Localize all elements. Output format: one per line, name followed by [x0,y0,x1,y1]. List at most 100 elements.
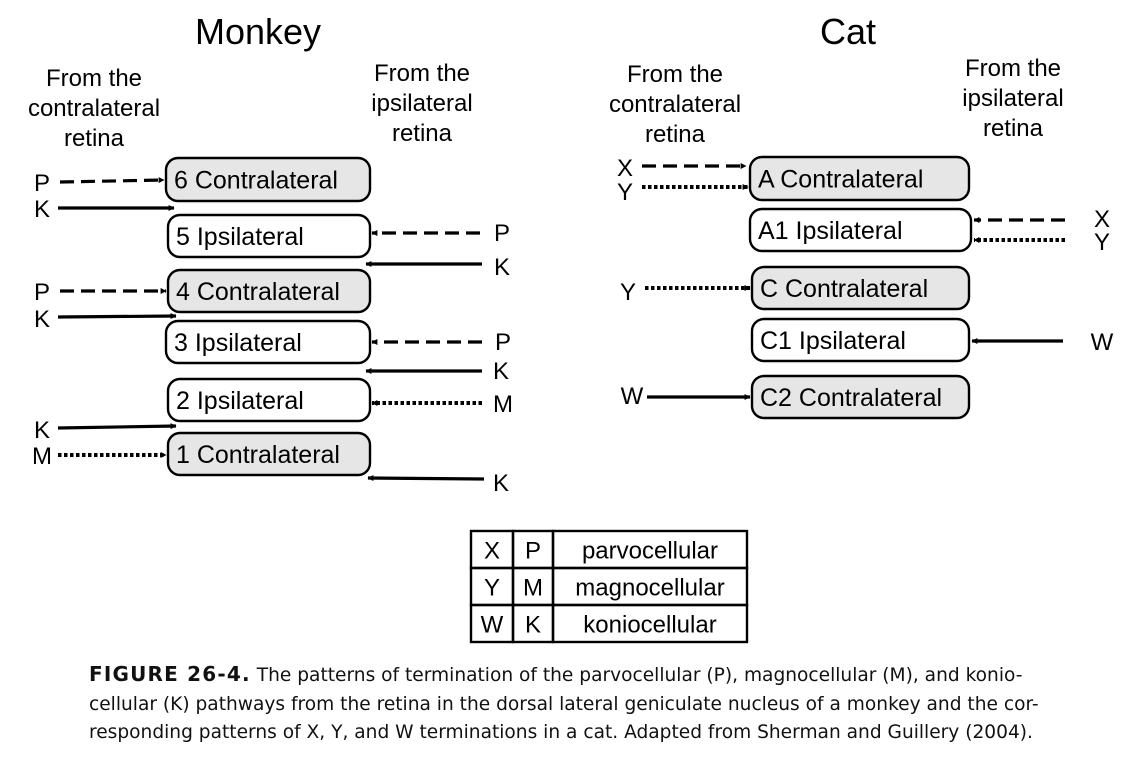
monkey-title: Monkey [195,11,321,52]
legend-monkey-code: M [523,575,543,602]
cat-layer-c1: C1 Ipsilateral [750,317,971,363]
input-arrow [57,313,177,320]
monkey-layer-3: 3 Ipsilateral [164,319,372,365]
layer-label: 5 Ipsilateral [176,223,304,251]
cat-layer-c: C Contralateral [750,265,971,311]
header-line: contralateral [28,95,160,122]
monkey-input-m-dotted: M [32,443,167,470]
layer-label: 2 Ipsilateral [176,387,304,415]
layer-label: 6 Contralateral [174,167,338,195]
input-label: M [493,391,513,418]
layer-box [164,319,372,365]
cat-layers: A Contralateral A1 Ipsilateral C Contralat… [748,155,973,420]
monkey-layer-1: 1 Contralateral [166,431,372,477]
legend-pathway-name: magnocellular [575,575,724,602]
header-line: retina [64,125,125,152]
caption-line: cellular (K) pathways from the retina in… [89,693,1039,715]
monkey-input-k-solid: K [34,306,177,333]
layer-box [164,156,372,203]
layer-label: 1 Contralateral [176,441,340,469]
monkey-right-header: From the ipsilateral retina [371,60,472,147]
input-label: X [617,155,633,182]
layer-box [166,213,372,259]
monkey-left-header: From the contralateral retina [28,65,160,152]
cat-input-w-solid: W [971,329,1114,356]
monkey-layer-2: 2 Ipsilateral [166,377,372,423]
input-label: P [34,279,50,306]
input-label: K [494,254,510,281]
input-label: W [1091,329,1114,356]
header-line: retina [392,120,453,147]
legend-cat-code: W [481,612,504,639]
monkey-input-k-solid: K [34,196,175,223]
input-label: Y [620,279,636,306]
layer-label: A Contralateral [758,166,923,194]
layer-label: 3 Ipsilateral [174,329,302,357]
monkey-input-p-dashed: P [371,329,511,356]
header-line: From the [965,55,1061,82]
input-label: M [32,443,52,470]
layer-box [750,317,971,363]
caption-text: The patterns of termination of the parvo… [250,665,1023,686]
cat-input-x-dashed: X [973,206,1110,233]
cat-layer-c2: C2 Contralateral [750,374,971,420]
monkey-input-m-dotted: M [371,391,513,418]
layer-label: C Contralateral [760,275,928,303]
input-label: P [495,329,511,356]
input-arrow [57,423,177,430]
layer-box [750,374,971,420]
legend-monkey-code: K [525,612,541,639]
input-label: K [34,196,50,223]
input-label: K [493,470,509,497]
legend-monkey-code: P [525,538,541,565]
monkey-input-k-solid: K [34,417,177,444]
header-line: retina [645,121,706,148]
header-line: From the [46,65,142,92]
layer-label: A1 Ipsilateral [758,217,903,245]
input-label: K [493,358,509,385]
header-line: ipsilateral [962,85,1063,112]
layer-label: C2 Contralateral [760,384,942,412]
layer-box [166,431,372,477]
caption-line: responding patterns of X, Y, and W termi… [89,722,1033,743]
layer-label: C1 Ipsilateral [760,327,906,355]
input-label: Y [617,179,633,206]
monkey-layers: 6 Contralateral 5 Ipsilateral 4 Contralate… [164,156,372,477]
monkey-input-k-solid: K [365,254,510,281]
monkey-input-k-solid: K [367,470,509,497]
layer-box [748,207,973,253]
cat-input-y-dotted: Y [617,179,749,206]
legend-cat-code: Y [484,575,500,602]
input-arrow [367,475,485,482]
header-line: From the [627,61,723,88]
monkey-input-p-dashed: P [34,170,165,197]
legend-cat-code: X [484,538,500,565]
monkey-input-k-solid: K [365,358,509,385]
input-label: K [34,306,50,333]
layer-box [166,377,372,423]
cat-layer-a: A Contralateral [748,155,971,202]
cat-layer-a1: A1 Ipsilateral [748,207,973,253]
layer-box [750,265,971,311]
cat-title: Cat [820,11,876,52]
cat-left-header: From the contralateral retina [609,61,741,148]
legend-cell [551,603,749,644]
header-line: ipsilateral [371,90,472,117]
header-line: retina [983,115,1044,142]
caption-lead: FIGURE 26-4. [89,662,251,686]
cat-input-x-dashed: X [617,155,747,182]
caption-line: FIGURE 26-4. The patterns of termination… [89,660,1049,691]
input-label: Y [1094,229,1110,256]
layer-label: 4 Contralateral [176,278,340,306]
monkey-layer-5: 5 Ipsilateral [166,213,372,259]
monkey-layer-4: 4 Contralateral [166,268,372,314]
cat-input-y-dotted: Y [973,229,1110,256]
monkey-input-p-dashed: P [34,279,167,306]
header-line: From the [374,60,470,87]
cat-input-w-solid: W [621,383,751,410]
header-line: contralateral [609,91,741,118]
